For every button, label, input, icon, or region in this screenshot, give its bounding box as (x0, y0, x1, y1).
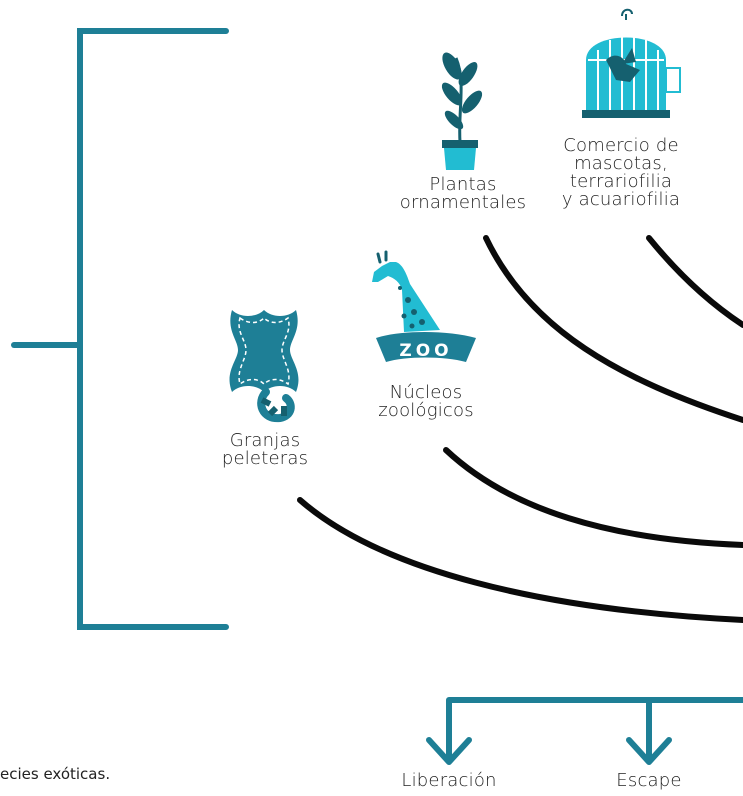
label-escape: Escape (616, 770, 682, 791)
flow-curves (297, 235, 743, 623)
potted-plant-icon (441, 52, 483, 170)
curve-zoo (443, 447, 743, 548)
label-liberacion: Liberación (401, 770, 497, 791)
left-bracket (11, 28, 229, 630)
caption-text: ecies exóticas. (0, 765, 111, 783)
curve-plantas (483, 235, 743, 423)
curve-granjas (297, 497, 743, 623)
arrowhead-liberacion (426, 737, 472, 765)
giraffe-zoo-icon (372, 250, 476, 362)
birdcage-icon (582, 8, 681, 118)
animal-hide-icon (229, 310, 299, 423)
arrowhead-escape (626, 737, 672, 765)
zoo-sign-text: ZOO (399, 341, 452, 361)
curve-mascotas (646, 235, 743, 328)
outcome-branches (426, 697, 743, 765)
